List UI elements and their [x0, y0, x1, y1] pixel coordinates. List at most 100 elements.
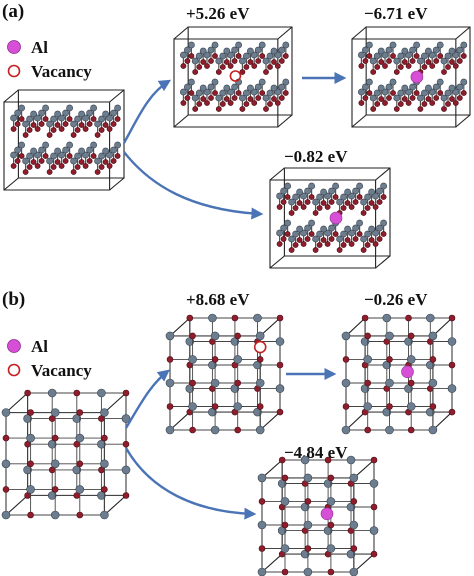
oxygen-atom — [70, 132, 77, 138]
metal-atom — [356, 182, 363, 190]
metal-atom — [303, 473, 313, 483]
oxygen-atom — [296, 200, 303, 206]
oxygen-atom — [76, 511, 84, 519]
metal-atom — [258, 41, 266, 49]
metal-atom — [75, 485, 85, 494]
oxygen-atom — [342, 403, 350, 410]
metal-atom — [90, 141, 97, 149]
metal-atom — [308, 182, 315, 190]
metal-atom — [262, 94, 270, 102]
oxygen-atom — [34, 126, 41, 132]
metal-atom — [368, 188, 375, 196]
oxygen-atom — [271, 59, 277, 65]
panel-b: (b) Al Vacancy +8.68 eV −0.26 eV −4.84 e… — [1, 289, 457, 576]
oxygen-atom — [332, 194, 339, 200]
oxygen-atom — [366, 90, 373, 96]
metal-atom — [308, 219, 315, 227]
metal-atom — [368, 225, 375, 233]
oxygen-atom — [18, 116, 25, 122]
oxygen-atom — [344, 237, 351, 243]
oxygen-atom — [368, 200, 375, 206]
oxygen-atom — [374, 101, 381, 107]
metal-atom — [10, 114, 17, 122]
metal-atom — [22, 120, 29, 128]
oxygen-atom — [106, 163, 113, 169]
metal-atom — [165, 331, 175, 341]
vacancy-layered-cell — [173, 26, 293, 128]
metal-atom — [348, 192, 355, 200]
oxygen-atom — [18, 153, 25, 159]
metal-atom — [195, 52, 203, 60]
metal-atom — [444, 89, 452, 97]
metal-atom — [332, 182, 339, 190]
al-legend-marker-b — [7, 339, 21, 353]
metal-atom — [357, 88, 365, 96]
oxygen-atom — [114, 116, 121, 122]
oxygen-atom — [10, 126, 17, 132]
oxygen-atom — [54, 159, 61, 165]
metal-atom — [300, 229, 307, 237]
metal-atom — [341, 331, 351, 341]
metal-atom — [199, 47, 207, 55]
cell-edge — [375, 167, 391, 181]
oxygen-atom — [208, 58, 214, 64]
oxygen-atom — [22, 169, 29, 175]
metal-atom — [278, 46, 286, 54]
cell-edge — [277, 114, 293, 128]
al-atom — [401, 365, 414, 379]
oxygen-atom — [308, 231, 315, 237]
oxygen-atom — [452, 63, 459, 69]
metal-atom — [207, 83, 215, 91]
oxygen-atom — [348, 241, 355, 247]
oxygen-atom — [278, 58, 285, 64]
oxygen-atom — [372, 204, 379, 210]
metal-atom — [344, 225, 351, 233]
oxygen-atom — [98, 164, 105, 170]
metal-atom — [270, 47, 278, 55]
energy-interstitial-a: −0.82 eV — [284, 147, 348, 166]
metal-atom — [179, 88, 187, 96]
al-atom — [410, 70, 424, 84]
metal-atom — [312, 235, 319, 243]
cell-edge — [169, 411, 191, 431]
metal-atom — [288, 198, 295, 206]
cell-edge — [269, 167, 285, 181]
metal-atom — [456, 46, 464, 54]
metal-atom — [114, 104, 121, 112]
energy-vacancy-b: +8.68 eV — [186, 290, 250, 309]
metal-atom — [303, 520, 313, 530]
oxygen-atom — [361, 314, 369, 322]
metal-atom — [296, 188, 303, 196]
oxygen-atom — [256, 403, 264, 410]
metal-atom — [425, 313, 435, 323]
metal-atom — [54, 110, 61, 118]
metal-atom — [97, 439, 106, 449]
metal-atom — [255, 425, 265, 435]
oxygen-atom — [282, 53, 289, 59]
oxygen-atom — [324, 456, 332, 464]
oxygen-atom — [188, 90, 195, 96]
metal-atom — [397, 89, 405, 97]
metal-atom — [365, 78, 373, 86]
metal-atom — [47, 388, 57, 398]
oxygen-atom — [327, 568, 335, 576]
oxygen-atom — [66, 153, 73, 159]
cell-edge — [259, 317, 281, 337]
metal-atom — [440, 57, 448, 65]
metal-atom — [22, 157, 29, 165]
oxygen-atom — [437, 53, 444, 59]
oxygen-atom — [26, 164, 33, 170]
oxygen-atom — [386, 95, 392, 101]
oxygen-atom — [110, 158, 117, 164]
metal-atom — [231, 46, 238, 54]
metal-atom — [34, 114, 41, 122]
metal-atom — [336, 198, 343, 206]
metal-atom — [385, 378, 394, 388]
oxygen-atom — [327, 521, 335, 529]
oxygen-atom — [227, 100, 234, 106]
metal-atom — [361, 46, 369, 54]
oxygen-atom — [42, 116, 49, 122]
cell-edge — [169, 317, 191, 337]
metal-atom — [320, 188, 327, 196]
metal-atom — [377, 84, 385, 92]
